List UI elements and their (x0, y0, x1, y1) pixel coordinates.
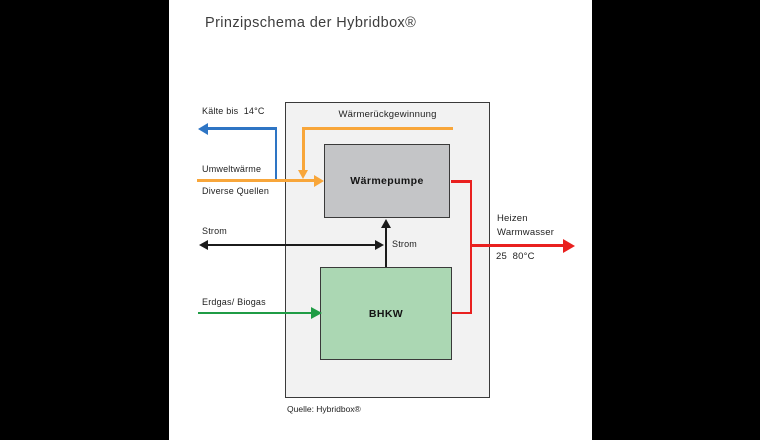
ambient-heat-arrowhead (314, 174, 324, 187)
heat-output-line-from-heatpump (451, 180, 472, 183)
cold-arrowhead (198, 122, 208, 135)
gas-input-arrowhead (311, 306, 322, 319)
chp-box: BHKW (320, 267, 452, 360)
heat-recovery-line-horizontal (302, 127, 453, 130)
ambient-heat-line (197, 179, 316, 182)
electricity-arrowhead-up (380, 218, 391, 228)
heat-output-label-line2: Warmwasser (497, 227, 555, 238)
ambient-sources-label: Diverse Quellen (202, 186, 270, 196)
heat-recovery-label: Wärmerückgewinnung (338, 109, 437, 120)
electricity-arrowhead-right (375, 239, 384, 250)
ambient-heat-label: Umweltwärme (202, 164, 262, 174)
heat-recovery-line-vertical (302, 127, 305, 171)
cold-output-label: Kälte bis 14°C (202, 106, 265, 116)
electricity-line-vertical (385, 227, 388, 267)
gas-input-label: Erdgas/ Biogas (202, 297, 266, 307)
heat-output-line-from-chp (452, 311, 472, 314)
heat-output-arrowhead (563, 238, 575, 253)
electricity-arrowhead-left (199, 239, 208, 250)
heat-output-label-line1: Heizen (497, 213, 528, 224)
electricity-label-left: Strom (202, 226, 228, 236)
heat-output-line-vertical (469, 180, 472, 314)
electricity-line-horizontal (206, 243, 377, 246)
gas-input-line (198, 311, 313, 315)
cold-arrow-horizontal (206, 127, 276, 130)
heat-output-temp-label: 25 80°C (496, 251, 535, 262)
source-caption: Quelle: Hybridbox® (287, 404, 361, 414)
heat-pump-label: Wärmepumpe (350, 175, 424, 187)
cold-arrow-vertical (274, 127, 277, 181)
chp-label: BHKW (368, 307, 404, 320)
heat-recovery-arrowhead (297, 170, 308, 179)
electricity-label-mid: Strom (392, 239, 418, 249)
page-title: Prinzipschema der Hybridbox® (205, 15, 417, 31)
heat-output-line-out (470, 244, 565, 247)
heat-pump-box: Wärmepumpe (324, 144, 450, 218)
